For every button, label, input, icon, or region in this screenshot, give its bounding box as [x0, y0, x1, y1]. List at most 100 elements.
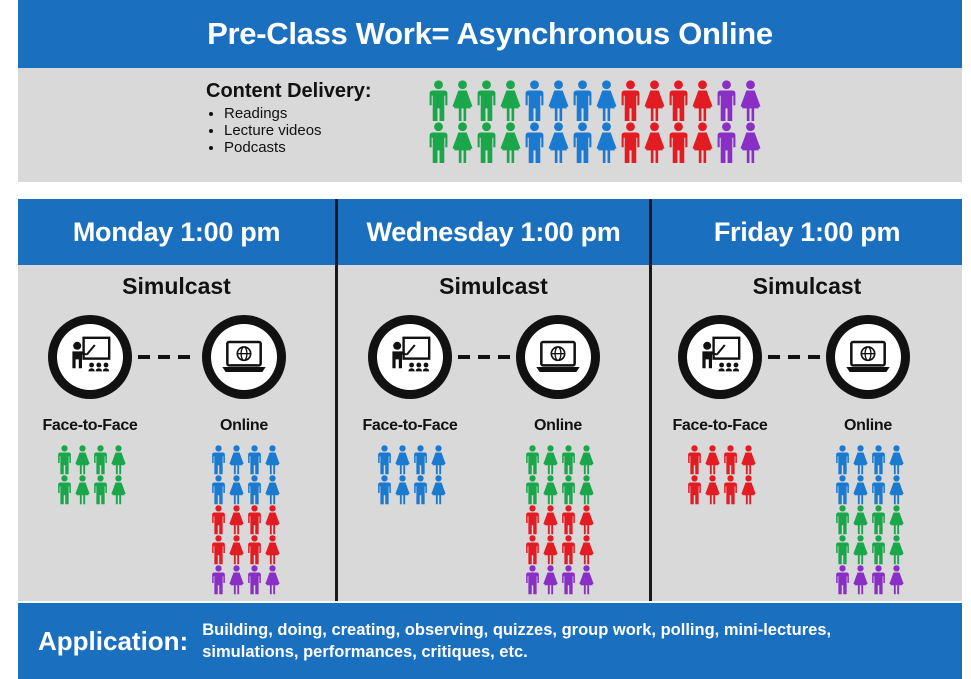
- person-female-icon: [889, 475, 904, 505]
- person-female-icon: [111, 475, 126, 505]
- person-male-icon: [212, 535, 225, 565]
- person-female-icon: [395, 475, 410, 505]
- person-male-icon: [836, 505, 849, 535]
- person-female-icon: [265, 475, 280, 505]
- online-circle: [516, 315, 600, 399]
- person-male-icon: [688, 445, 701, 475]
- person-male-icon: [429, 122, 448, 163]
- online-label: Online: [534, 417, 582, 434]
- person-female-icon: [579, 445, 594, 475]
- person-male-icon: [872, 445, 885, 475]
- person-male-icon: [58, 445, 71, 475]
- crowd-row-bottom: [428, 122, 761, 164]
- person-female-icon: [75, 475, 90, 505]
- person-male-icon: [212, 565, 225, 595]
- teacher-presenting-icon: [392, 336, 431, 372]
- application-label: Application:: [38, 625, 189, 656]
- person-female-icon: [889, 445, 904, 475]
- person-male-icon: [573, 122, 592, 163]
- pre-class-panel: Content Delivery: Readings Lecture video…: [18, 68, 962, 182]
- person-male-icon: [414, 445, 427, 475]
- person-male-icon: [669, 122, 688, 163]
- online-label: Online: [220, 417, 268, 434]
- person-female-icon: [111, 445, 126, 475]
- person-male-icon: [248, 505, 261, 535]
- student-crowd: [428, 80, 761, 164]
- person-male-icon: [429, 80, 448, 121]
- face-to-face-circle: [678, 315, 762, 399]
- person-male-icon: [378, 445, 391, 475]
- person-male-icon: [836, 565, 849, 595]
- column-divider: [335, 199, 338, 601]
- face-to-face-circle-inner: [377, 324, 443, 390]
- application-banner: Application: Building, doing, creating, …: [18, 603, 962, 679]
- person-male-icon: [872, 535, 885, 565]
- person-male-icon: [477, 80, 496, 121]
- person-male-icon: [621, 80, 640, 121]
- person-male-icon: [717, 80, 736, 121]
- person-female-icon: [644, 122, 665, 163]
- person-female-icon: [265, 565, 280, 595]
- person-male-icon: [526, 535, 539, 565]
- face-to-face-students: [56, 445, 127, 505]
- column-divider: [649, 199, 652, 601]
- face-to-face-students: [686, 445, 757, 505]
- person-male-icon: [872, 565, 885, 595]
- person-male-icon: [248, 565, 261, 595]
- connector-dashed-line: [138, 355, 196, 359]
- person-male-icon: [94, 445, 107, 475]
- crowd-row-top: [428, 80, 761, 122]
- person-male-icon: [836, 475, 849, 505]
- laptop-globe-icon: [846, 340, 890, 372]
- person-male-icon: [562, 445, 575, 475]
- person-female-icon: [741, 475, 756, 505]
- mode-label: Simulcast: [752, 273, 862, 299]
- online-circle-inner: [835, 324, 901, 390]
- header-banner: Pre-Class Work= Asynchronous Online: [18, 0, 962, 68]
- person-female-icon: [579, 475, 594, 505]
- content-item-readings: Readings: [224, 105, 372, 122]
- person-female-icon: [692, 122, 713, 163]
- face-to-face-circle-inner: [687, 324, 753, 390]
- online-circle-inner: [211, 324, 277, 390]
- person-female-icon: [548, 122, 569, 163]
- person-male-icon: [525, 122, 544, 163]
- person-female-icon: [853, 565, 868, 595]
- person-male-icon: [477, 122, 496, 163]
- person-male-icon: [836, 535, 849, 565]
- content-delivery-list: Readings Lecture videos Podcasts: [206, 105, 372, 156]
- person-male-icon: [414, 475, 427, 505]
- face-to-face-circle-inner: [57, 324, 123, 390]
- person-female-icon: [596, 80, 617, 121]
- person-female-icon: [543, 475, 558, 505]
- person-male-icon: [248, 535, 261, 565]
- day-title: Friday 1:00 pm: [652, 199, 962, 265]
- person-female-icon: [692, 80, 713, 121]
- person-female-icon: [265, 505, 280, 535]
- person-female-icon: [452, 80, 473, 121]
- mode-label: Simulcast: [439, 273, 548, 299]
- person-female-icon: [579, 565, 594, 595]
- person-female-icon: [265, 445, 280, 475]
- content-item-podcasts: Podcasts: [224, 139, 372, 156]
- face-to-face-label: Face-to-Face: [362, 417, 458, 434]
- person-female-icon: [500, 122, 521, 163]
- person-female-icon: [889, 535, 904, 565]
- online-students: [210, 445, 281, 595]
- content-item-lecture-videos: Lecture videos: [224, 122, 372, 139]
- person-male-icon: [212, 505, 225, 535]
- person-female-icon: [431, 475, 446, 505]
- laptop-globe-icon: [222, 340, 266, 372]
- person-male-icon: [872, 505, 885, 535]
- person-female-icon: [853, 505, 868, 535]
- person-female-icon: [229, 475, 244, 505]
- person-male-icon: [248, 445, 261, 475]
- person-female-icon: [740, 122, 761, 163]
- person-female-icon: [75, 445, 90, 475]
- person-female-icon: [740, 80, 761, 121]
- online-circle: [826, 315, 910, 399]
- person-male-icon: [562, 535, 575, 565]
- person-female-icon: [395, 445, 410, 475]
